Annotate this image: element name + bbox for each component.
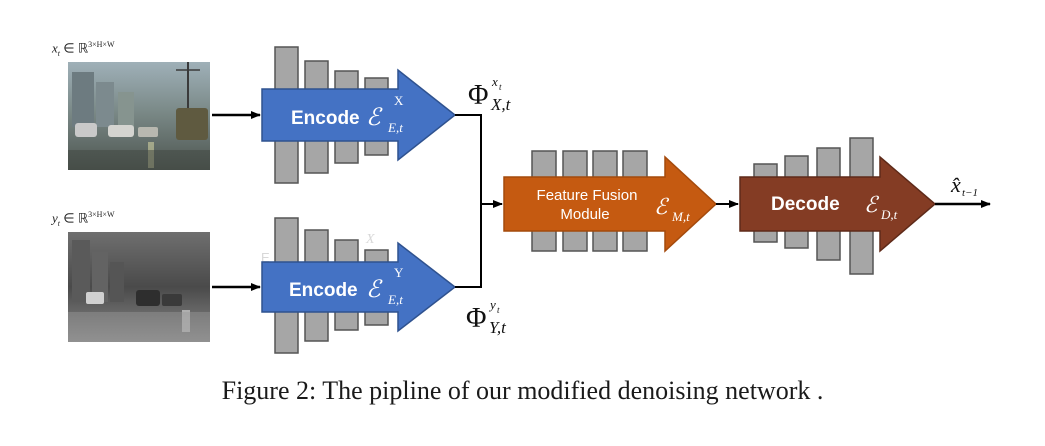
fusion-label-line1: Feature Fusion (537, 187, 638, 204)
faint-mark-right: X (365, 232, 375, 247)
phi-x-sup: x (491, 74, 498, 89)
phi-x-sub: X,t (490, 95, 512, 114)
phi-y-sub: Y,t (489, 318, 507, 337)
encoder-y-symbol: ℰ (366, 277, 383, 303)
phi-y-label: Φ y t Y,t (466, 297, 507, 337)
phi-y-sup-sub: t (497, 305, 500, 315)
phi-x-label: Φ x t X,t (468, 74, 512, 114)
y-input-sup: 3×H×W (88, 210, 115, 219)
fusion-block (503, 155, 718, 253)
encoder-y-label: Encode (289, 280, 358, 301)
fusion-subscript: M,t (671, 209, 690, 224)
fusion-symbol: ℰ (654, 194, 670, 219)
infrared-input-image (68, 232, 210, 342)
phi-x-symbol: Φ (468, 80, 488, 111)
encoder-x-subscript: E,t (387, 120, 403, 135)
encoder-x-label: Encode (291, 108, 360, 129)
encoder-merge-connector (455, 114, 482, 288)
output-subscript: t−1 (962, 187, 978, 199)
encoder-x-block (261, 68, 457, 162)
output-symbol: x̂ (950, 172, 961, 197)
encoder-y-block (261, 241, 457, 333)
phi-y-sup: y (488, 297, 496, 312)
x-input-rel: ∈ ℝ (63, 40, 89, 56)
encoder-x-symbol: ℰ (366, 105, 383, 131)
phi-x-sup-sub: t (499, 82, 502, 92)
figure-caption: Figure 2: The pipline of our modified de… (221, 376, 824, 405)
y-input-label: yt ∈ ℝ3×H×W (52, 210, 115, 228)
encoder-y-subscript: E,t (387, 292, 403, 307)
x-input-var: x (52, 40, 58, 56)
x-input-sub: t (57, 48, 61, 58)
y-input-sub: t (57, 218, 61, 228)
decoder-symbol: ℰ (864, 192, 880, 217)
rgb-input-image (68, 62, 210, 170)
x-input-label: xt ∈ ℝ3×H×W (52, 40, 115, 58)
decoder-block (739, 155, 937, 253)
y-input-rel: ∈ ℝ (63, 210, 89, 226)
phi-y-symbol: Φ (466, 303, 486, 334)
fusion-label-line2: Module (560, 206, 609, 223)
x-input-sup: 3×H×W (88, 40, 115, 49)
faint-mark-left: E (261, 250, 270, 265)
y-input-var: y (52, 210, 58, 226)
encoder-y-superscript: Y (394, 265, 404, 280)
decoder-label: Decode (771, 194, 840, 215)
decoder-subscript: D,t (880, 207, 898, 222)
encoder-x-superscript: X (394, 93, 404, 108)
